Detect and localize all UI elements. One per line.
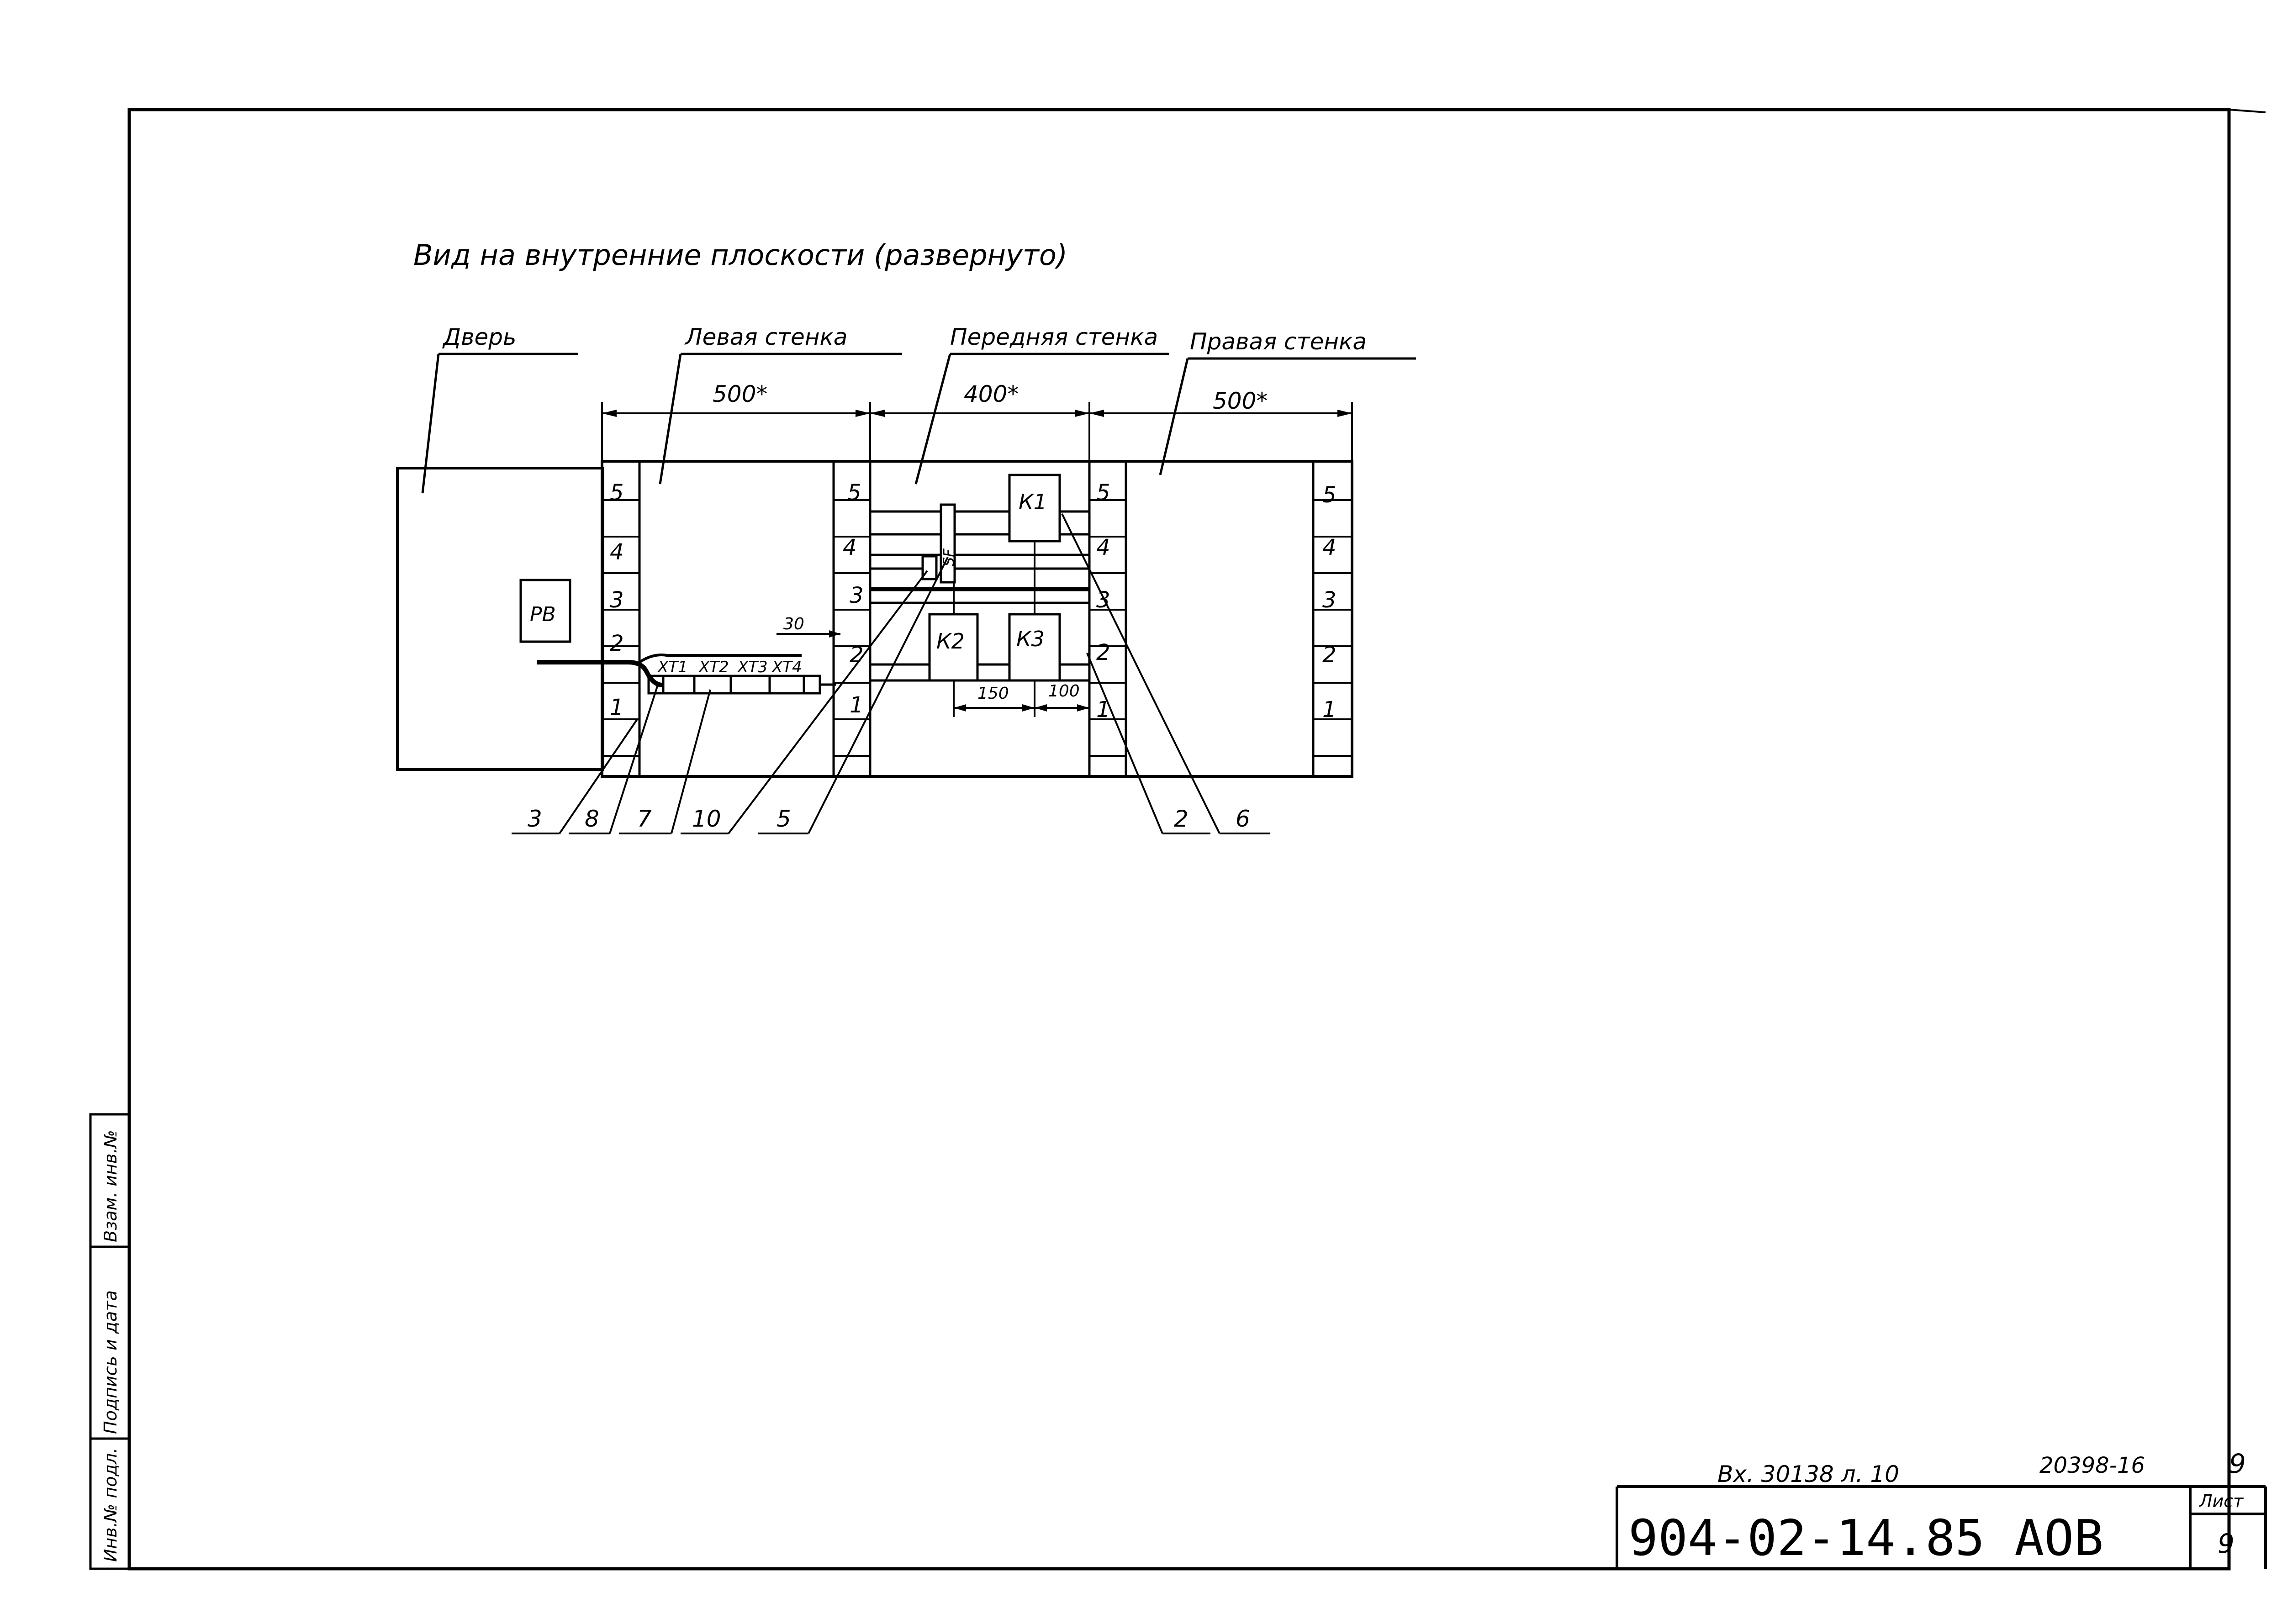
- callout-5: 5: [777, 806, 791, 832]
- small-device: [921, 555, 938, 580]
- callout-2: 2: [1174, 806, 1189, 832]
- callout-8: 8: [585, 806, 599, 832]
- rail4-mark-5: 5: [1322, 482, 1336, 508]
- dim-left-width: 500*: [713, 381, 767, 407]
- dim-front-width: 400*: [964, 381, 1019, 407]
- rail-scale-numbers: 5 4 3 2 1 5 4 3 2 1 5 4 3 2 1 5 4 3 2 1: [610, 480, 1336, 722]
- label-right-wall: Правая стенка: [1190, 328, 1367, 355]
- dim-150-100-arrows: [954, 704, 1089, 712]
- stamp-vzam-inv: Взам. инв.№: [100, 1130, 121, 1242]
- rail2-mark-1: 1: [850, 692, 864, 718]
- rail1-mark-5: 5: [610, 480, 624, 506]
- device-links: [953, 541, 1035, 614]
- label-door: Дверь: [442, 324, 517, 350]
- stamp-inv-orig: Инв.№ подл.: [100, 1448, 121, 1562]
- dim-30-text: 30: [783, 615, 804, 633]
- k3-label: К3: [1016, 627, 1045, 651]
- rail4-mark-4: 4: [1322, 535, 1336, 560]
- archive-number: 20398-16: [2039, 1453, 2145, 1478]
- dim-100-text: 100: [1048, 682, 1080, 701]
- dim-30-arrow: [829, 630, 840, 638]
- rv-label: РВ: [530, 603, 556, 626]
- handwritten-ref: Вх. 30138 л. 10: [1717, 1461, 1899, 1487]
- k1-label: К1: [1019, 490, 1047, 514]
- callout-7: 7: [637, 806, 652, 832]
- xt2-label: ХТ2: [698, 658, 729, 676]
- k2-label: К2: [936, 629, 965, 654]
- rail2-mark-5: 5: [847, 480, 861, 506]
- sheet-label: Лист: [2198, 1491, 2244, 1511]
- sf-label: SF: [940, 548, 957, 566]
- xt3-label: ХТ3: [737, 658, 768, 676]
- dim-right-width: 500*: [1213, 388, 1268, 414]
- sheet-frame: [127, 108, 2266, 1571]
- title-block: [1616, 1485, 2267, 1569]
- dimension-lines: [601, 402, 1353, 461]
- rail2-mark-3: 3: [850, 583, 864, 608]
- rail4-mark-1: 1: [1322, 697, 1336, 722]
- rail4-mark-3: 3: [1322, 587, 1336, 613]
- rail-ticks: [602, 499, 1352, 757]
- mounting-rails: [638, 461, 1315, 776]
- rail3-mark-4: 4: [1096, 535, 1110, 560]
- cable-rv: [537, 660, 663, 687]
- callout-3: 3: [528, 806, 542, 832]
- rail1-mark-2: 2: [610, 631, 624, 656]
- dim-150-text: 150: [977, 684, 1009, 703]
- door-panel: [396, 467, 604, 771]
- terminal-block: [647, 675, 836, 695]
- page-title: Вид на внутренние плоскости (развернуто): [413, 238, 1067, 272]
- rail4-mark-2: 2: [1322, 642, 1336, 668]
- side-stamp: [89, 1113, 131, 1570]
- stamp-sign-date: Подпись и дата: [100, 1290, 121, 1434]
- callout-6: 6: [1236, 806, 1250, 832]
- rail3-mark-5: 5: [1096, 480, 1110, 506]
- k3-relay: [1008, 613, 1061, 682]
- cable-top: [639, 654, 802, 664]
- callout-10: 10: [692, 806, 721, 832]
- dim-150-100: [953, 680, 1089, 717]
- xt1-label: ХТ1: [657, 658, 688, 676]
- sf-breaker: [940, 503, 956, 584]
- label-left-wall: Левая стенка: [684, 324, 847, 350]
- rail1-mark-3: 3: [610, 587, 624, 613]
- rail1-mark-1: 1: [610, 695, 624, 720]
- sheet-number-top: 9: [2229, 1448, 2246, 1479]
- rail3-mark-2: 2: [1096, 640, 1110, 665]
- callout-leaders: [512, 513, 1270, 834]
- rail1-mark-4: 4: [610, 539, 624, 565]
- dimension-arrows: [602, 410, 1352, 417]
- xt4-label: ХТ4: [771, 658, 802, 676]
- rail2-mark-4: 4: [843, 535, 857, 560]
- rv-device: [519, 579, 571, 643]
- label-leaders: [421, 353, 1416, 494]
- cabinet-outline: [601, 460, 1353, 778]
- sheet-number: 9: [2218, 1528, 2234, 1559]
- document-code: 904-02-14.85 АОВ: [1628, 1510, 2103, 1567]
- rail3-mark-1: 1: [1096, 697, 1110, 722]
- label-front-wall: Передняя стенка: [950, 324, 1158, 350]
